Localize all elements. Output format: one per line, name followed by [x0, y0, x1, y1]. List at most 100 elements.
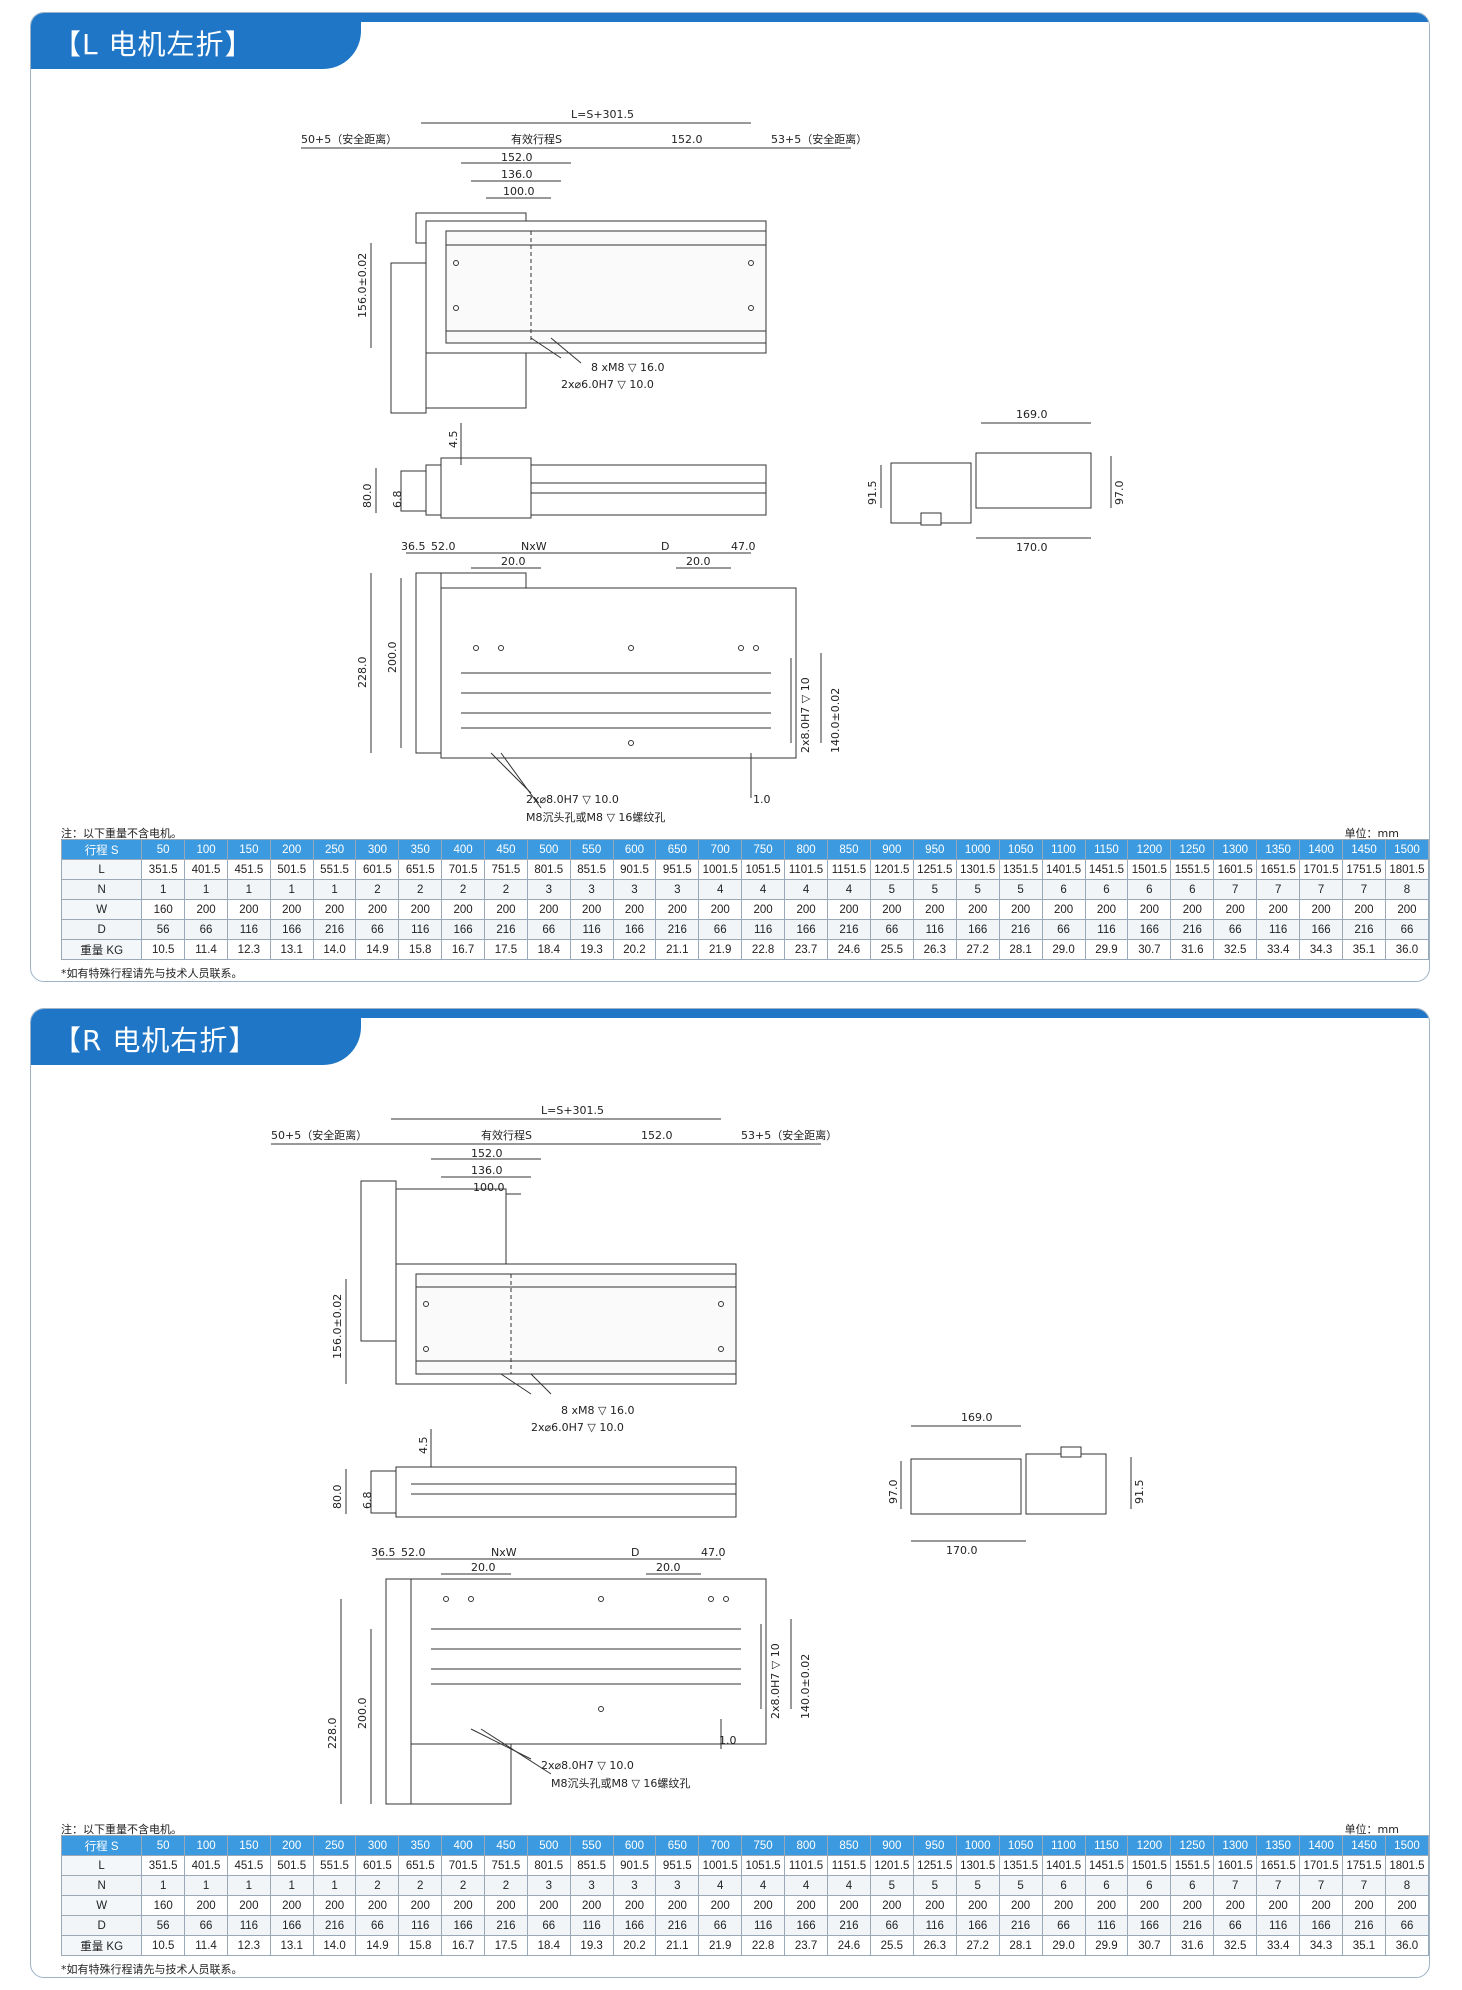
table-cell: 116	[398, 919, 443, 940]
table-cell: 19.3	[569, 1935, 614, 1956]
table-cell: 7	[1299, 879, 1344, 900]
dim-91-5: 91.5	[1133, 1480, 1146, 1505]
table-cell: 200	[1041, 899, 1086, 920]
table-cell: 34.3	[1299, 939, 1344, 960]
table-cell: 2	[398, 1875, 443, 1896]
table-cell: 1601.5	[1213, 1855, 1258, 1876]
dim-safe-right: 53+5（安全距离）	[741, 1128, 837, 1142]
table-cell: 1801.5	[1384, 1855, 1429, 1876]
table-cell: 200	[1256, 1895, 1301, 1916]
table-cell: 116	[569, 919, 614, 940]
table-cell: 5	[869, 1875, 914, 1896]
table-cell: 500	[526, 1835, 571, 1856]
section-title: 【R 电机右折】	[31, 1017, 361, 1065]
dim-6-8: 6.8	[391, 491, 404, 509]
table-cell: 116	[226, 1915, 271, 1936]
table-cell: 1	[269, 879, 314, 900]
table-cell: 500	[526, 839, 571, 860]
table-cell: 66	[1213, 919, 1258, 940]
table-cell: 216	[826, 919, 871, 940]
unit-label: 单位：mm	[1344, 1823, 1399, 1836]
table-cell: 600	[612, 839, 657, 860]
table-cell: 150	[226, 1835, 271, 1856]
table-cell: 451.5	[226, 859, 271, 880]
table-cell: 200	[269, 839, 314, 860]
table-cell: 66	[698, 919, 743, 940]
table-cell: 1	[226, 1875, 271, 1896]
table-cell: 1101.5	[784, 1855, 828, 1876]
dim-20-left: 20.0	[471, 1561, 496, 1574]
table-cell: 901.5	[612, 1855, 657, 1876]
table-cell: 2	[484, 879, 528, 900]
dim-1: 1.0	[719, 1734, 737, 1747]
table-cell: 550	[569, 839, 614, 860]
table-cell: 14.9	[355, 1935, 400, 1956]
table-cell: 1401.5	[1041, 859, 1086, 880]
table-cell: 14.0	[312, 1935, 357, 1956]
table-cell: 4	[741, 1875, 786, 1896]
table-cell: 200	[1256, 899, 1301, 920]
table-cell: 651.5	[398, 1855, 443, 1876]
table-cell: 200	[912, 1895, 957, 1916]
table-cell: 166	[441, 919, 486, 940]
table-cell: 2	[355, 1875, 400, 1896]
table-cell: 200	[1084, 899, 1129, 920]
table-cell: 200	[1213, 899, 1258, 920]
table-cell: 1051.5	[741, 859, 786, 880]
dim-4-5: 4.5	[417, 1437, 430, 1455]
table-cell: 7	[1256, 879, 1301, 900]
dim-52: 52.0	[431, 540, 456, 553]
table-cell: 21.9	[698, 939, 743, 960]
table-cell: 166	[955, 1915, 1000, 1936]
table-cell: 400	[441, 839, 486, 860]
table-cell: 27.2	[955, 1935, 1000, 1956]
table-cell: 1	[269, 1875, 314, 1896]
footnote: *如有特殊行程请先与技术人员联系。	[61, 1963, 243, 1976]
dim-91-5: 91.5	[866, 481, 879, 506]
table-cell: 66	[184, 919, 228, 940]
section-right-fold: 【R 电机右折】	[30, 1008, 1430, 1978]
table-cell: 350	[398, 839, 443, 860]
table-cell: 1	[312, 879, 357, 900]
table-cell: 851.5	[569, 1855, 614, 1876]
table-cell: 200	[526, 899, 571, 920]
table-cell: 26.3	[912, 1935, 957, 1956]
table-cell: 200	[355, 899, 400, 920]
row-label: 重量 KG	[60, 939, 143, 960]
table-cell: 200	[741, 899, 786, 920]
table-cell: 200	[269, 1895, 314, 1916]
table-cell: 200	[184, 899, 228, 920]
dim-80: 80.0	[361, 484, 374, 509]
table-cell: 400	[441, 1835, 486, 1856]
table-cell: 300	[355, 1835, 400, 1856]
table-cell: 601.5	[355, 859, 400, 880]
dim-170: 170.0	[946, 1544, 978, 1557]
table-cell: 1	[141, 1875, 186, 1896]
table-cell: 11.4	[184, 1935, 228, 1956]
table-cell: 200	[526, 1895, 571, 1916]
table-cell: 10.5	[141, 1935, 186, 1956]
dim-152-inner: 152.0	[501, 151, 533, 164]
table-cell: 11.4	[184, 939, 228, 960]
table-cell: 36.0	[1384, 939, 1429, 960]
table-cell: 166	[269, 1915, 314, 1936]
table-cell: 950	[912, 1835, 957, 1856]
dim-20-left: 20.0	[501, 555, 526, 568]
table-cell: 1801.5	[1384, 859, 1429, 880]
dim-d: D	[661, 540, 669, 553]
dim-140: 140.0±0.02	[799, 1654, 812, 1719]
table-cell: 751.5	[484, 1855, 528, 1876]
table-cell: 216	[998, 919, 1043, 940]
table-cell: 13.1	[269, 939, 314, 960]
table-cell: 200	[226, 899, 271, 920]
table-cell: 160	[141, 1895, 186, 1916]
row-label: N	[60, 1875, 143, 1896]
table-cell: 1651.5	[1256, 859, 1301, 880]
table-cell: 166	[269, 919, 314, 940]
table-cell: 29.0	[1041, 1935, 1086, 1956]
